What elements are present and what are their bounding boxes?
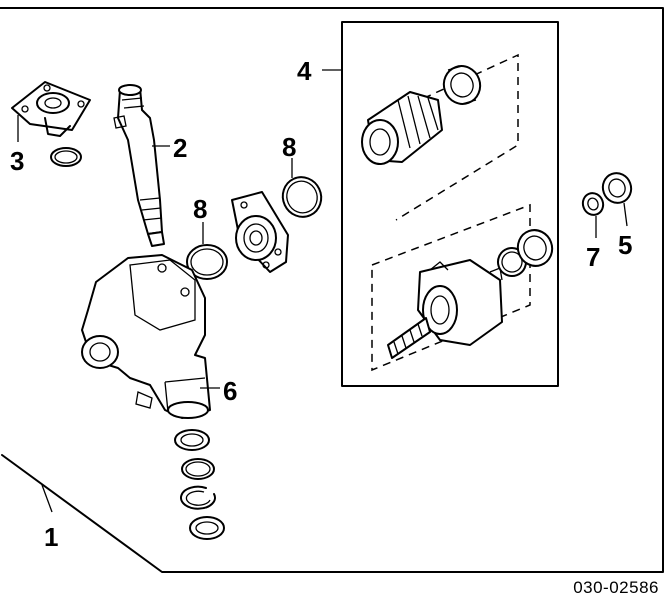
seal-ring-part3: [50, 147, 82, 167]
gear-housing-part: [81, 254, 211, 419]
callout-8-right: 8: [282, 132, 296, 162]
callout-1: 1: [44, 522, 58, 552]
bearing-cap-part: [231, 191, 289, 273]
callout-8-left: 8: [193, 194, 207, 224]
callout-7: 7: [586, 242, 600, 272]
valve-seal-large-part: [516, 229, 554, 267]
leader-line-5: [623, 202, 628, 227]
lower-seal-3-part: [189, 516, 225, 540]
lower-snap-ring-part: [180, 485, 216, 510]
steering-shaft-part: [113, 84, 165, 247]
diagram-reference-code: 030-02586: [573, 578, 659, 597]
o-ring-right-part: [281, 176, 323, 218]
seal-part7: [581, 192, 605, 216]
dashed-group-lower: [371, 203, 531, 372]
seal-part5: [601, 172, 633, 204]
valve-body-part: [387, 259, 503, 359]
o-ring-left-part: [186, 244, 228, 280]
assembly-boundary: [0, 7, 664, 573]
lower-seal-1-part: [174, 429, 210, 451]
leader-line-1: [41, 484, 53, 513]
upper-bushing-part: [442, 65, 482, 105]
subassembly-box: [341, 21, 559, 387]
callout-6: 6: [223, 376, 237, 406]
worm-piston-part: [361, 91, 443, 165]
callout-4: 4: [297, 56, 312, 86]
callout-5: 5: [618, 230, 632, 260]
lower-seal-2-part: [181, 458, 215, 480]
callout-3: 3: [10, 146, 24, 176]
callout-2: 2: [173, 133, 187, 163]
top-plate-part: [11, 81, 91, 137]
